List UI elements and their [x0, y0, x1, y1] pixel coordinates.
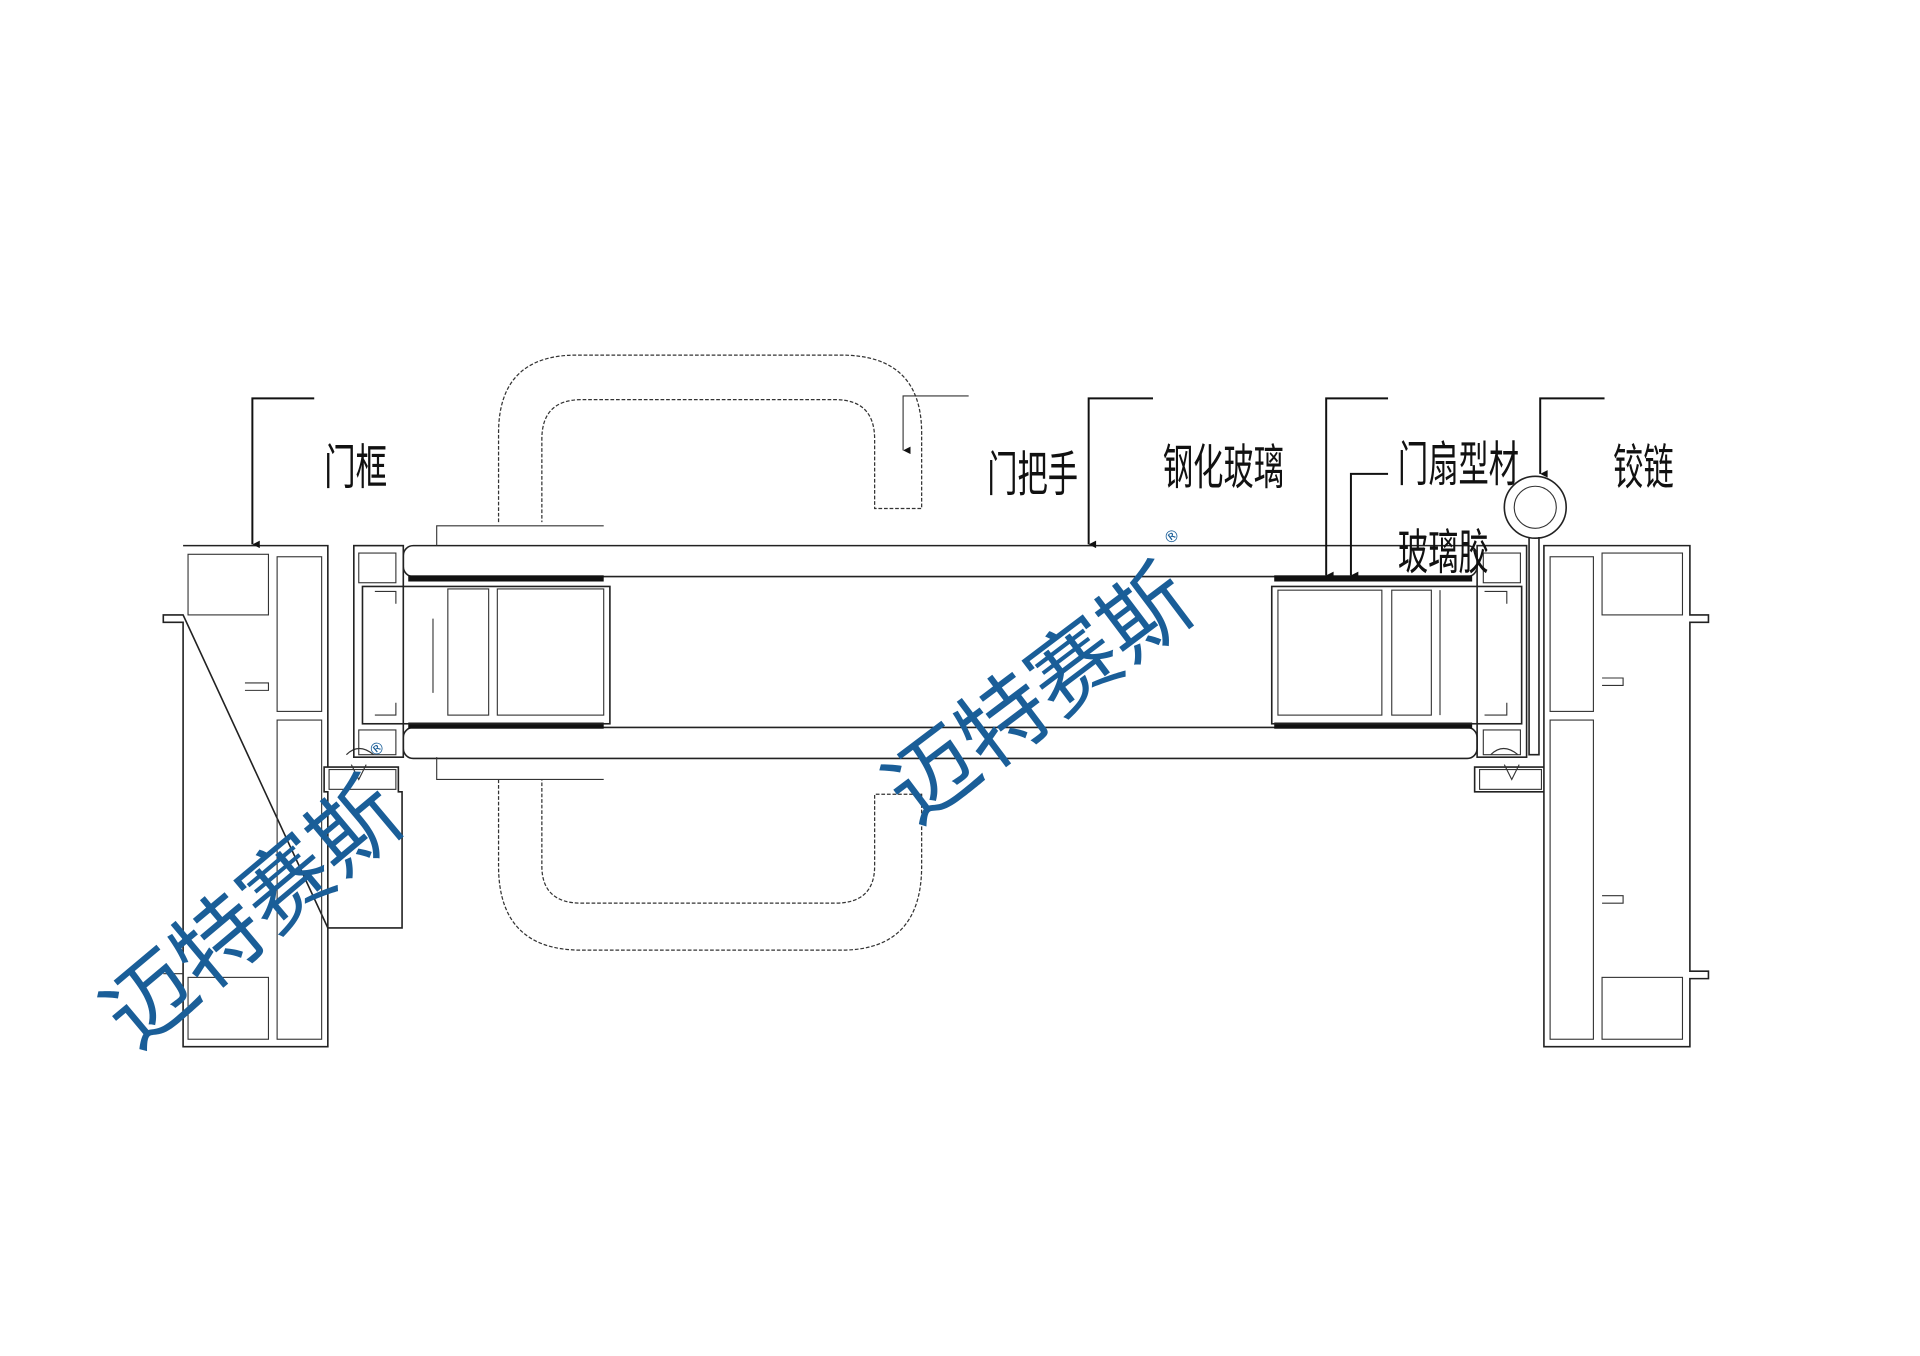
- leader-tempered-glass: [1087, 397, 1153, 549]
- glass-sealant-strip: [408, 575, 604, 582]
- hinge-knuckle: [1503, 475, 1567, 756]
- leader-sash-profile: [1325, 397, 1389, 580]
- leader-glass-sealant: [1349, 472, 1389, 580]
- label-door-handle: 门把手: [987, 447, 1078, 503]
- leader-door-handle: [902, 395, 969, 455]
- label-glass-sealant: 玻璃胶: [1398, 525, 1489, 581]
- label-hinge: 铰链: [1613, 439, 1674, 495]
- label-tempered-glass: 钢化玻璃: [1163, 439, 1284, 495]
- left-door-frame: [162, 544, 403, 1048]
- glass-sealant-strip: [408, 722, 604, 729]
- glass-sealant-strip: [1274, 575, 1473, 582]
- glass-sealant-strip: [1274, 722, 1473, 729]
- label-door-frame: 门框: [324, 439, 387, 496]
- watermark-center: 迈特赛斯 ®: [866, 524, 1213, 844]
- watermark-text: 迈特赛斯: [866, 547, 1213, 844]
- leader-hinge: [1539, 397, 1605, 478]
- leader-lines: [251, 395, 1605, 580]
- label-sash-profile: 门扇型材: [1398, 437, 1519, 493]
- door-handle: [436, 354, 923, 951]
- leader-door-frame: [251, 397, 315, 549]
- watermark-left: 迈特赛斯 ®: [83, 736, 423, 1069]
- right-sash-profile: [1270, 544, 1528, 758]
- watermark-text: 迈特赛斯: [83, 760, 423, 1069]
- left-sash-profile: [353, 544, 611, 758]
- right-door-frame: [1473, 544, 1710, 1048]
